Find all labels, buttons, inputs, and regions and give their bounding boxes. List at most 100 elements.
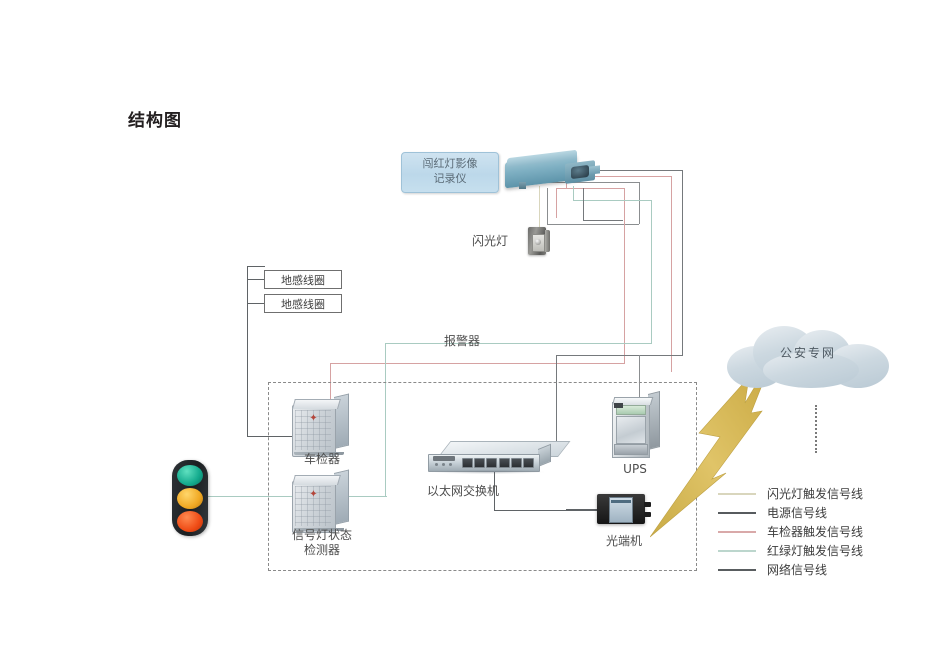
- label-alarm: 报警器: [444, 334, 481, 348]
- wire-light-down: [651, 200, 652, 343]
- camera-lens: [571, 164, 589, 180]
- legend-swatch: [718, 492, 756, 495]
- wire-optical-left-lead: [566, 509, 598, 510]
- legend-row: 网络信号线: [718, 560, 918, 579]
- label-ethernet-switch: 以太网交换机: [427, 484, 500, 498]
- optical-terminal-panel: [609, 497, 633, 523]
- legend-row: 红绿灯触发信号线: [718, 541, 918, 560]
- wire-light-across: [385, 343, 652, 344]
- wire-flash-trigger-vertical: [539, 186, 540, 230]
- cloud-icon: 公安专网: [727, 326, 889, 388]
- wire-light-down-to-device: [385, 343, 386, 496]
- ethernet-switch-port-1: [462, 458, 473, 468]
- traffic-light-yellow-lamp: [177, 488, 203, 509]
- label-flash-lamp: 闪光灯: [472, 234, 509, 248]
- ups-display-panel: [616, 405, 646, 415]
- flash-lamp-side: [545, 230, 550, 252]
- label-ups: UPS: [623, 462, 647, 476]
- ethernet-switch-port-5: [511, 458, 522, 468]
- wire-light-right: [573, 200, 651, 201]
- optical-terminal-lug-1: [644, 502, 651, 507]
- page-title: 结构图: [128, 111, 182, 131]
- wire-coil-bus-down: [247, 266, 248, 436]
- wire-power-top: [548, 182, 640, 183]
- wire-net-cam-down: [583, 188, 584, 220]
- ethernet-switch-port-2: [474, 458, 485, 468]
- wire-net-to-switch-across: [556, 355, 683, 356]
- wire-detector-right-down: [624, 188, 625, 363]
- legend: 闪光灯触发信号线 电源信号线 车检器触发信号线 红绿灯触发信号线 网络信号线: [718, 484, 918, 579]
- wire-detector-across: [330, 363, 625, 364]
- legend-row: 闪光灯触发信号线: [718, 484, 918, 503]
- label-vehicle-detector: 车检器: [303, 452, 340, 466]
- vehicle-detector-front: [292, 405, 336, 457]
- vehicle-detector-icon: ✦: [292, 393, 350, 457]
- label-cloud: 公安专网: [779, 346, 836, 360]
- ethernet-switch-bay: [433, 456, 455, 461]
- vehicle-detector-logo: ✦: [309, 413, 318, 424]
- legend-swatch: [718, 511, 756, 514]
- vehicle-detector-grid: [295, 410, 331, 450]
- legend-label: 网络信号线: [767, 563, 828, 577]
- wire-detector-down-to-device: [330, 363, 331, 403]
- camera-bracket: [519, 182, 526, 189]
- ethernet-switch-led-2: [442, 463, 445, 466]
- wire-light-cam-down: [573, 186, 574, 200]
- legend-label: 闪光灯触发信号线: [767, 487, 864, 501]
- traffic-light-icon: [172, 460, 208, 536]
- ups-icon: [612, 391, 660, 458]
- ethernet-switch-shadow: [432, 470, 544, 474]
- wire-coil1-lead: [247, 279, 265, 280]
- camera-icon: [505, 149, 600, 194]
- legend-row: 车检器触发信号线: [718, 522, 918, 541]
- wire-power-cam-right: [547, 224, 639, 225]
- cloud-lobe-base: [763, 352, 859, 388]
- wire-switch-to-optical-across: [494, 510, 598, 511]
- ethernet-switch-port-3: [486, 458, 497, 468]
- ethernet-switch-port-6: [523, 458, 534, 468]
- legend-swatch: [718, 549, 756, 552]
- optical-terminal-lug-2: [644, 512, 651, 517]
- wire-net-top: [590, 170, 682, 171]
- ethernet-switch-port-4: [499, 458, 510, 468]
- flash-lamp-icon: [528, 227, 550, 257]
- ups-door: [616, 416, 646, 444]
- vehicle-detector-top: [292, 399, 341, 409]
- ups-base: [614, 444, 648, 455]
- wire-detector-far-down: [671, 176, 672, 372]
- legend-label: 红绿灯触发信号线: [767, 544, 864, 558]
- legend-row: 电源信号线: [718, 503, 918, 522]
- wire-ups-power-drop: [639, 355, 640, 397]
- wire-power-cam-down: [547, 188, 548, 224]
- light-state-detector-icon: ✦: [292, 469, 350, 533]
- wire-net-to-switch-down: [556, 355, 557, 443]
- wire-net-far-down: [682, 170, 683, 355]
- optical-terminal-icon: [597, 494, 651, 526]
- wire-net-right-1: [583, 220, 623, 221]
- light-state-detector-base: [294, 528, 344, 531]
- wire-power-up: [639, 182, 640, 224]
- wire-coil-bus-top: [247, 266, 265, 267]
- wire-detector-far-right: [566, 176, 671, 177]
- label-light-state-detector: 信号灯状态 检测器: [272, 528, 372, 558]
- wire-coil-bus-to-detector: [247, 436, 295, 437]
- traffic-light-green-lamp: [177, 465, 203, 486]
- light-state-detector-grid: [295, 486, 331, 526]
- wire-detector-top-right: [556, 188, 624, 189]
- wire-switch-to-optical-down: [494, 470, 495, 510]
- optical-terminal-strip: [611, 500, 631, 503]
- light-state-detector-logo: ✦: [309, 489, 318, 500]
- vertical-dotted-divider: [815, 405, 817, 453]
- recorder-callout-line1: 闯红灯影像: [422, 157, 478, 170]
- ethernet-switch-icon: [428, 441, 571, 475]
- vehicle-detector-base: [294, 452, 344, 455]
- ethernet-switch-led-1: [435, 463, 438, 466]
- camera-tail: [589, 165, 600, 175]
- legend-swatch: [718, 568, 756, 571]
- ups-vent: [614, 403, 623, 408]
- flash-lamp-bulb: [534, 239, 541, 245]
- traffic-light-red-lamp: [177, 511, 203, 532]
- wire-detector-cam-down: [556, 188, 557, 218]
- wire-coil2-lead: [247, 303, 265, 304]
